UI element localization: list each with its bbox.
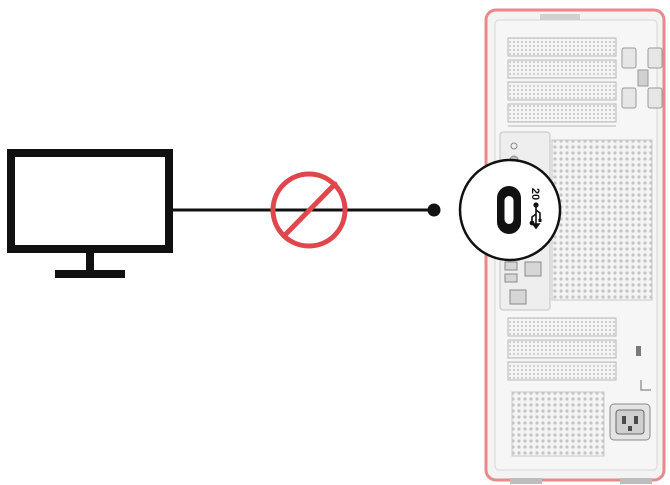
expansion-slots-lower (507, 317, 617, 381)
tower-foot-right (620, 478, 652, 484)
monitor-base (55, 270, 125, 278)
cable-connector-dot (427, 203, 441, 217)
cable-hook (640, 380, 651, 391)
usb-port (504, 261, 518, 271)
power-inlet (609, 403, 651, 441)
usb-speed-badge: 20 (529, 188, 541, 200)
monitor-icon (7, 149, 173, 278)
tower-foot-left (510, 478, 542, 484)
port-callout: 20 (458, 158, 562, 262)
expansion-slots-upper (507, 37, 617, 127)
security-slot (636, 346, 641, 356)
rear-fan-grille (551, 139, 653, 301)
prohibited-icon (270, 171, 348, 249)
usb-c-port-icon (497, 186, 521, 234)
monitor-neck (86, 253, 94, 273)
usb-icon (529, 202, 542, 230)
gpu-ports (621, 47, 663, 109)
ethernet-port (524, 261, 542, 277)
tower-top-handle (540, 14, 580, 20)
monitor-screen (7, 149, 173, 253)
psu-grille (511, 391, 605, 457)
tower-workstation-rear-icon (484, 8, 666, 484)
usb-port (504, 273, 518, 283)
ethernet-port (509, 289, 527, 305)
